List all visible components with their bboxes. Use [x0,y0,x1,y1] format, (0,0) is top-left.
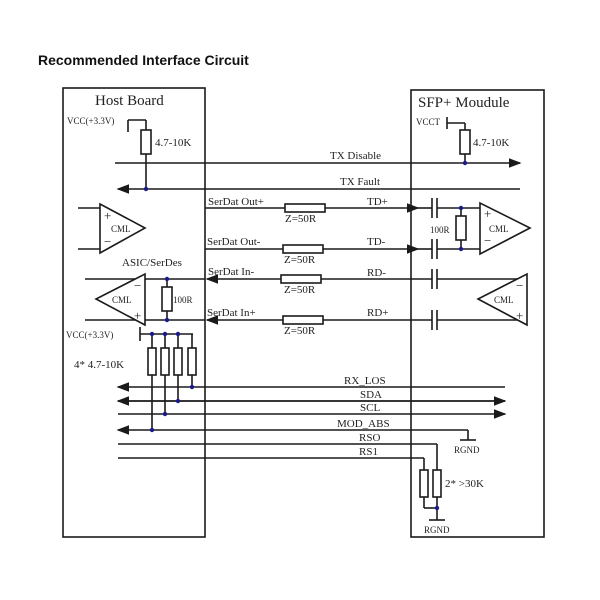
host-tx-cml-driver [99,202,147,255]
z50r-resistor [280,274,322,284]
host-vcc-top-label: VCC(+3.3V) [67,116,114,126]
sfp-rx-cml-label: CML [494,295,514,305]
mod-abs-label: MOD_ABS [337,418,390,430]
impedance-label: Z=50R [284,254,316,266]
rs1-label: RS1 [359,446,378,458]
sfp-100r-label: 100R [430,225,450,235]
sfp-rx-minus: − [516,278,523,293]
impedance-label: Z=50R [285,213,317,225]
sfp-rx-plus: + [516,308,523,323]
host-100r-resistor [161,286,173,312]
sda-label: SDA [360,389,382,401]
asic-serdes-label: ASIC/SerDes [122,257,182,269]
host-rx-cml-receiver [94,272,146,327]
sfp-module-box [410,89,545,538]
impedance-label: Z=50R [284,284,316,296]
junction-dots [143,160,468,511]
rs0-label: RSO [359,432,380,444]
rx-los-label: RX_LOS [344,375,386,387]
td-plus-label: TD+ [367,196,388,208]
impedance-label: Z=50R [284,325,316,337]
pullup-bank-resistor [173,347,183,376]
tx-disable-label: TX Disable [330,150,381,162]
rs-resistors-label: 2* >30K [445,478,484,490]
sfp-tx-minus: − [484,233,491,248]
z50r-resistor [282,244,324,254]
sfp-module-label: SFP+ Moudule [418,95,510,111]
rd-minus-label: RD- [367,267,386,279]
serdat-in-plus-label: SerDat In+ [207,307,256,319]
serdat-out-minus-label: SerDat Out- [207,236,261,248]
host-tx-plus: + [104,208,111,223]
host-board-box [62,87,206,538]
sfp-pullup-resistor [459,129,471,155]
ac-coupling-capacitors [431,198,438,330]
rgnd-mod-abs-label: RGND [454,445,480,455]
rs0-resistor [432,469,442,498]
vcct-label: VCCT [416,117,441,127]
sfp-rx-cml-driver [476,272,528,327]
z50r-resistor [282,315,324,325]
serdat-in-minus-label: SerDat In- [208,266,254,278]
host-rx-plus: + [134,308,141,323]
host-rx-cml-label: CML [112,295,132,305]
host-rx-minus: − [134,278,141,293]
rgnd-bottom-label: RGND [424,525,450,535]
tx-fault-label: TX Fault [340,176,380,188]
host-tx-minus: − [104,234,111,249]
pullup-bank-label: 4* 4.7-10K [74,359,124,371]
rs1-resistor [419,469,429,498]
sfp-100r-resistor [455,215,467,241]
scl-label: SCL [360,402,380,414]
sfp-tx-cml-receiver [479,201,532,256]
host-100r-label: 100R [173,295,193,305]
sfp-pullup-label: 4.7-10K [473,137,509,149]
host-tx-cml-label: CML [111,224,131,234]
z50r-resistor [284,203,326,213]
td-minus-label: TD- [367,236,386,248]
host-pullup-resistor [140,129,152,155]
pullup-bank-resistor [187,347,197,376]
host-vcc-bottom-label: VCC(+3.3V) [66,330,113,340]
sfp-tx-plus: + [484,206,491,221]
host-board-label: Host Board [95,93,164,109]
pullup-bank-resistor [160,347,170,376]
host-pullup-label: 4.7-10K [155,137,191,149]
serdat-out-plus-label: SerDat Out+ [208,196,264,208]
sfp-tx-cml-label: CML [489,224,509,234]
pullup-bank-resistor [147,347,157,376]
rd-plus-label: RD+ [367,307,388,319]
diagram-title: Recommended Interface Circuit [38,52,249,68]
